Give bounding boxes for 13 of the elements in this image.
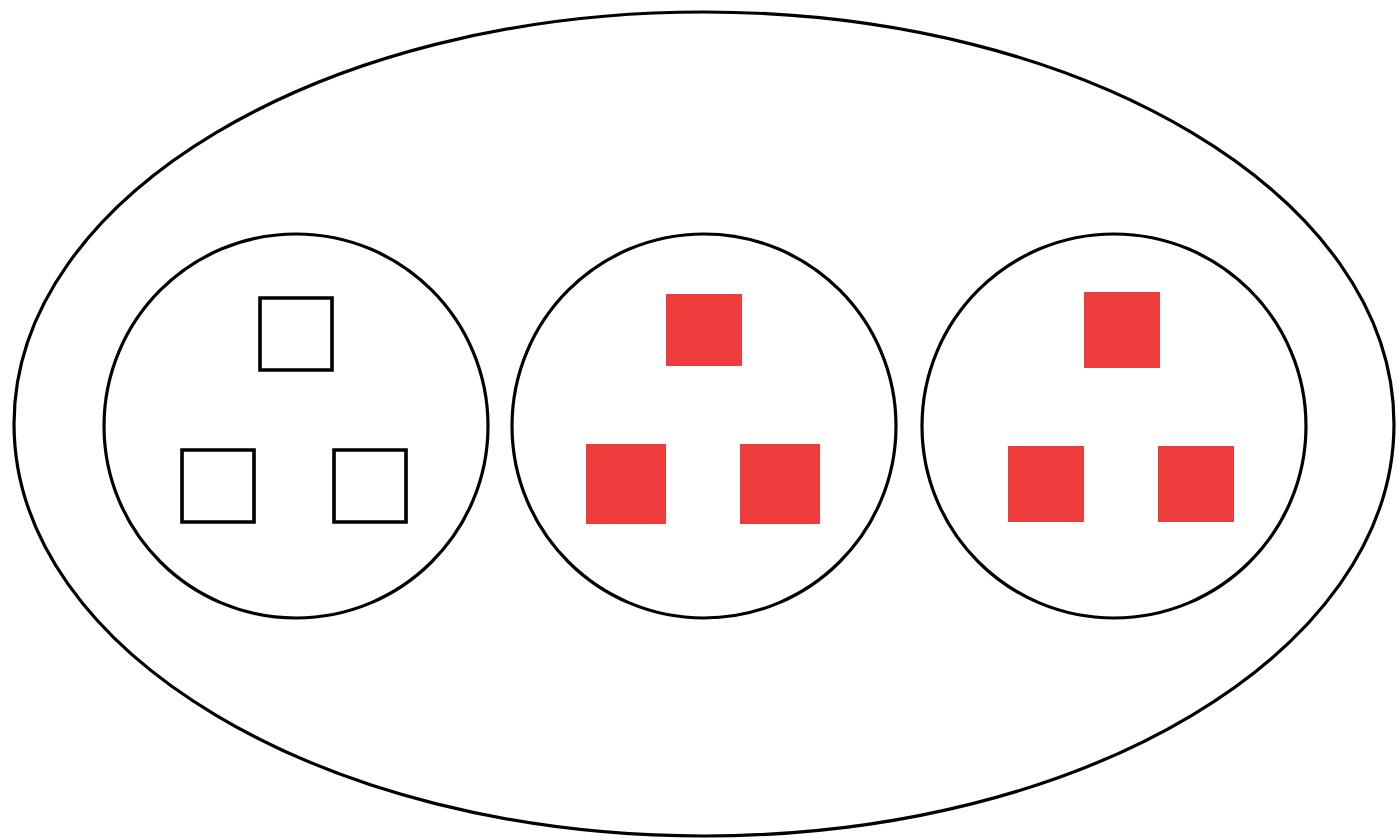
square-hole <box>332 448 408 524</box>
square-hole <box>666 294 742 366</box>
square-hole <box>1008 446 1084 522</box>
square-hole <box>258 296 334 372</box>
socket-circle <box>920 232 1308 620</box>
square-hole <box>1158 446 1234 522</box>
socket-circle <box>510 232 898 620</box>
square-hole <box>1084 292 1160 368</box>
outer-ellipse <box>12 10 1396 838</box>
square-hole <box>586 444 666 524</box>
square-hole <box>180 448 256 524</box>
square-hole <box>740 444 820 524</box>
socket-circle <box>102 232 490 620</box>
